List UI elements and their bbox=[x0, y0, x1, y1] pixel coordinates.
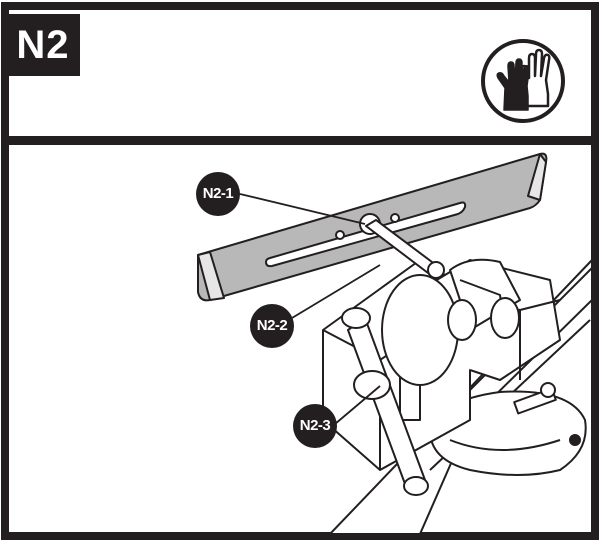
step-label: N2 bbox=[6, 14, 80, 76]
callout-leader-n2-2 bbox=[291, 264, 381, 319]
callout-n2-3: N2-3 bbox=[293, 404, 337, 448]
callout-n2-1: N2-1 bbox=[196, 172, 240, 216]
callout-leader-n2-3 bbox=[334, 385, 381, 425]
callout-n2-2: N2-2 bbox=[250, 304, 294, 348]
callout-leader-n2-1 bbox=[239, 193, 366, 225]
blade-vise-illustration bbox=[197, 152, 592, 534]
gloves-icon bbox=[481, 39, 565, 123]
